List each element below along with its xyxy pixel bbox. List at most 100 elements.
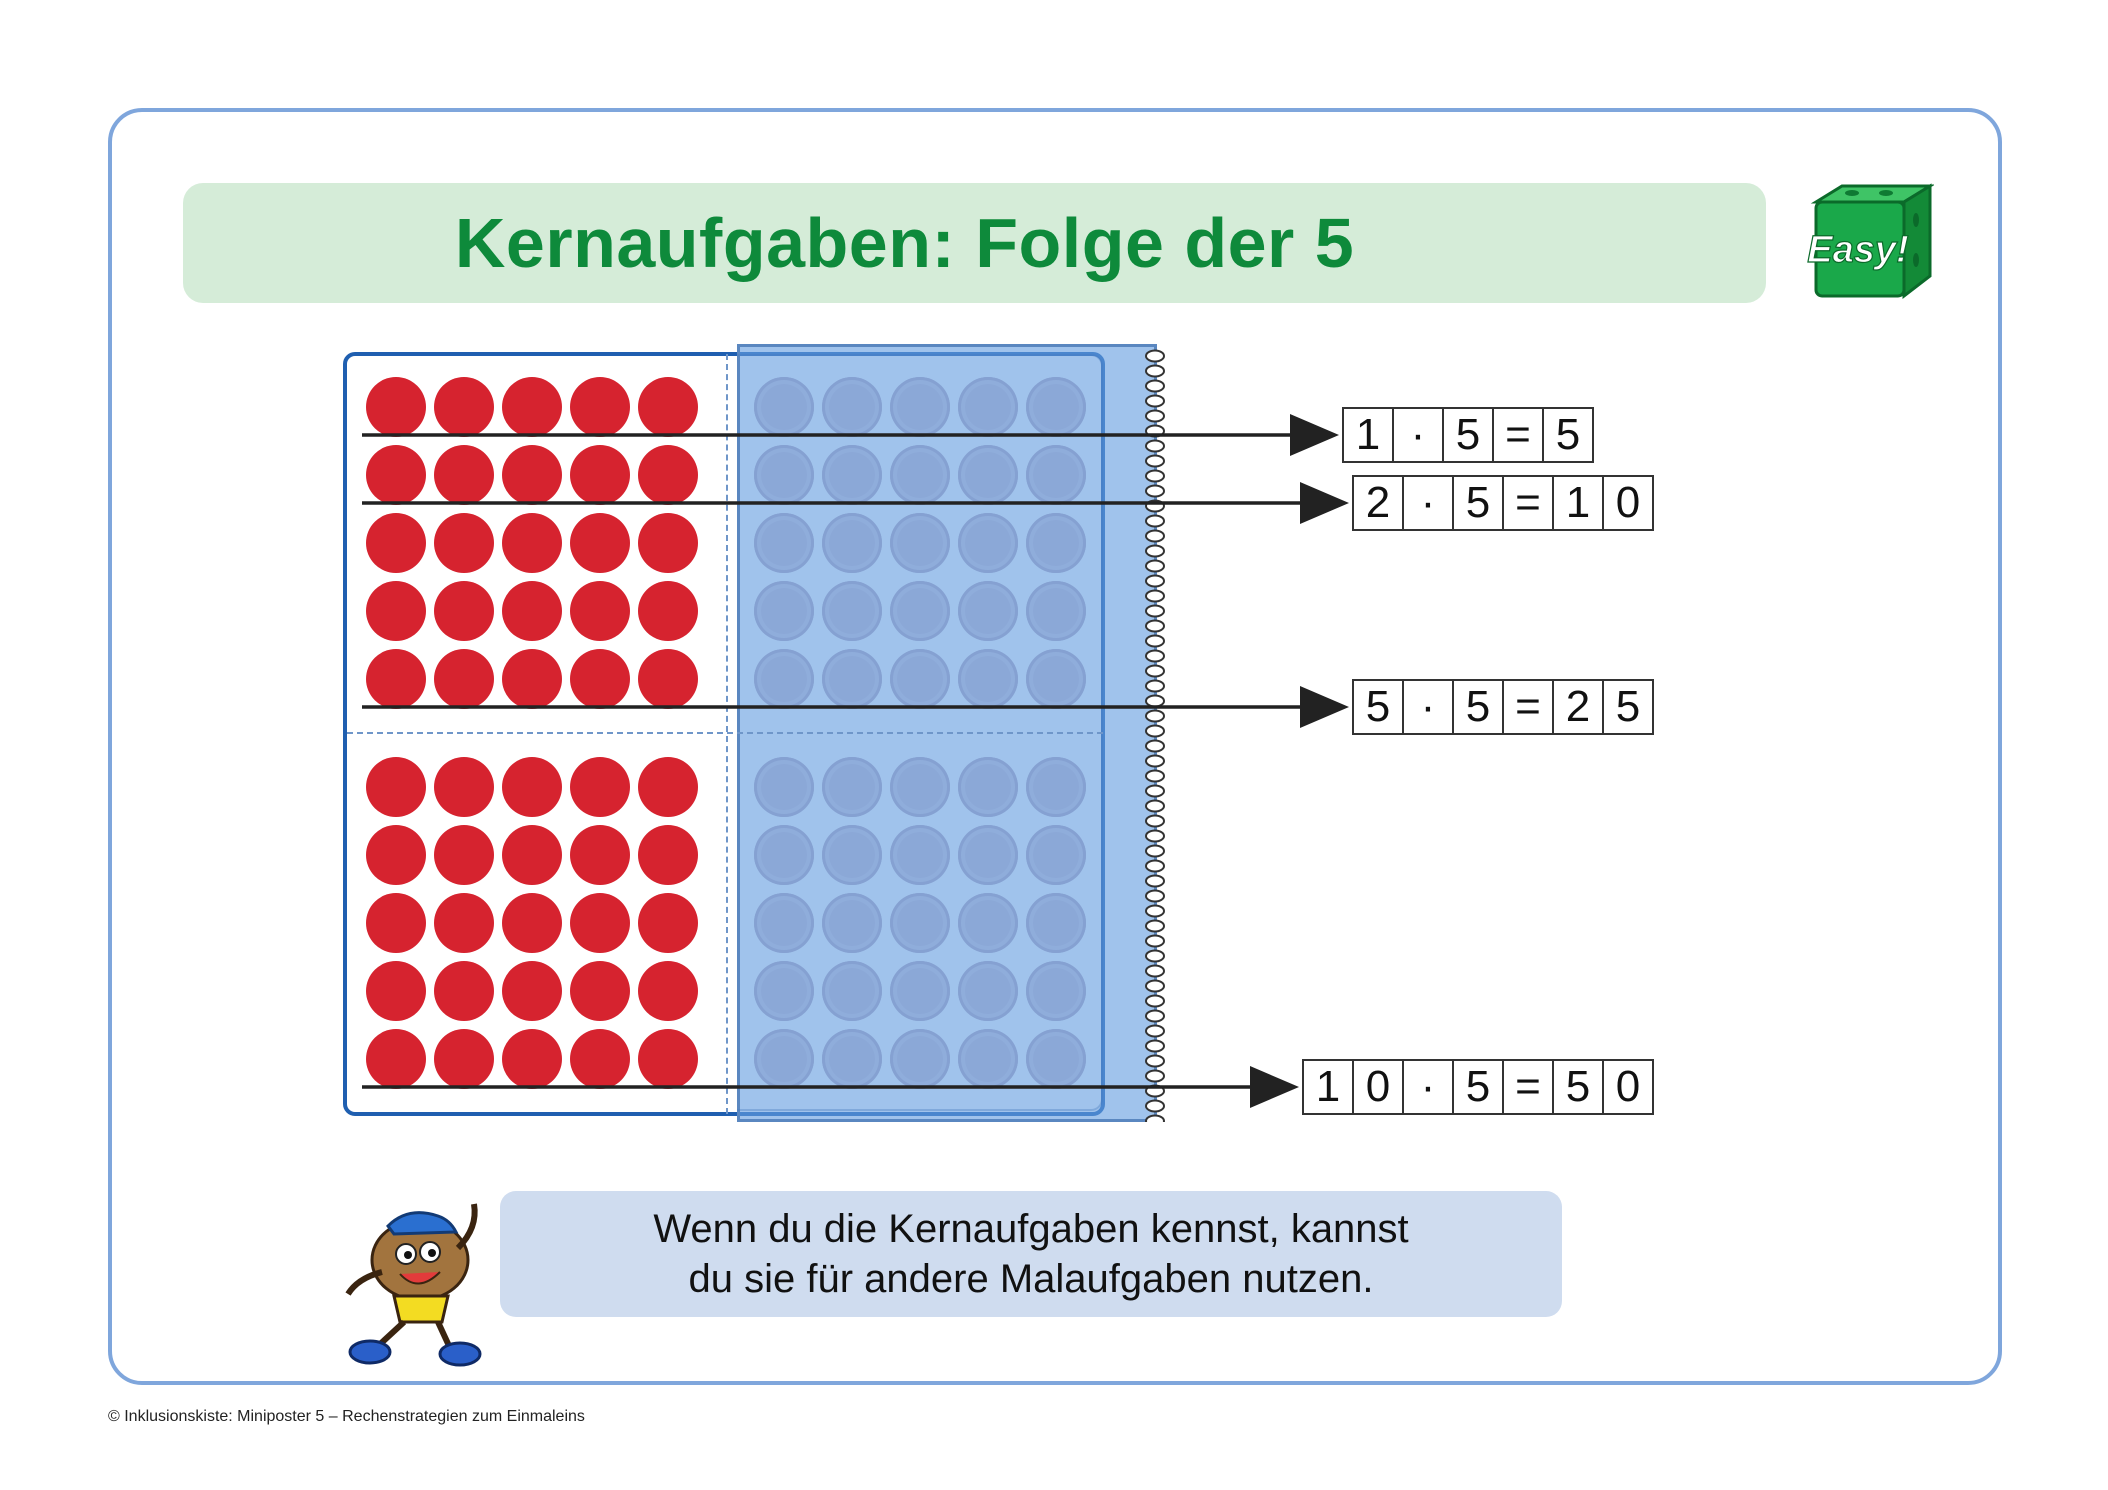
easy-label: Easy!	[1807, 229, 1908, 271]
spiral-loop	[1145, 559, 1165, 573]
spiral-loop	[1145, 889, 1165, 903]
equation-cell: 0	[1602, 1059, 1654, 1115]
spiral-loop	[1145, 1069, 1165, 1083]
spiral-loop	[1145, 949, 1165, 963]
counter-dot	[502, 581, 562, 641]
equation-cell: 5	[1452, 679, 1504, 735]
equation-cell: 1	[1302, 1059, 1354, 1115]
counter-dot	[570, 1029, 630, 1089]
spiral-loop	[1145, 979, 1165, 993]
spiral-loop	[1145, 724, 1165, 738]
counter-dot	[570, 445, 630, 505]
spiral-loop	[1145, 709, 1165, 723]
equation-cell: 5	[1452, 1059, 1504, 1115]
spiral-loop	[1145, 739, 1165, 753]
equation-cell: 5	[1552, 1059, 1604, 1115]
counter-dot	[502, 1029, 562, 1089]
spiral-loop	[1145, 589, 1165, 603]
counter-dot	[434, 825, 494, 885]
equation-cell: ·	[1402, 679, 1454, 735]
spiral-loop	[1145, 619, 1165, 633]
spiral-loop	[1145, 904, 1165, 918]
counter-dot	[434, 513, 494, 573]
counter-dot	[434, 893, 494, 953]
counter-dot	[366, 581, 426, 641]
spiral-loop	[1145, 1054, 1165, 1068]
equation-cell: 5	[1452, 475, 1504, 531]
speech-bubble: Wenn du die Kernaufgaben kennst, kannst …	[500, 1191, 1562, 1317]
dice-icon: Easy!	[1807, 183, 1936, 300]
speech-line-1: Wenn du die Kernaufgaben kennst, kannst	[653, 1207, 1409, 1251]
dashed-divider-vertical	[726, 354, 728, 1114]
spiral-loop	[1145, 964, 1165, 978]
spiral-loop	[1145, 1039, 1165, 1053]
equation-cell: =	[1492, 407, 1544, 463]
equation-1: 1·5=5	[1342, 407, 1594, 463]
spiral-loop	[1145, 349, 1165, 363]
equation-cell: 0	[1602, 475, 1654, 531]
counter-dot	[434, 757, 494, 817]
spiral-loop	[1145, 439, 1165, 453]
spiral-loop	[1145, 769, 1165, 783]
dashed-divider-horizontal	[347, 732, 1103, 734]
spiral-loop	[1145, 1009, 1165, 1023]
counter-dot	[570, 513, 630, 573]
spiral-loop	[1145, 814, 1165, 828]
spiral-loop	[1145, 1099, 1165, 1113]
counter-dot	[502, 513, 562, 573]
counter-dot	[638, 1029, 698, 1089]
counter-dot	[434, 581, 494, 641]
counter-dot	[502, 757, 562, 817]
spiral-loop	[1145, 364, 1165, 378]
spiral-loop	[1145, 844, 1165, 858]
spiral-loop	[1145, 754, 1165, 768]
equation-cell: 5	[1602, 679, 1654, 735]
equation-cell: 2	[1352, 475, 1404, 531]
counter-dot	[366, 649, 426, 709]
equation-cell: 1	[1342, 407, 1394, 463]
counter-dot	[638, 445, 698, 505]
spiral-loop	[1145, 664, 1165, 678]
counter-dot	[570, 581, 630, 641]
counter-dot	[502, 377, 562, 437]
mascot-icon	[345, 1203, 482, 1367]
counter-dot	[366, 377, 426, 437]
spiral-loop	[1145, 784, 1165, 798]
counter-dot	[502, 445, 562, 505]
speech-line-2: du sie für andere Malaufgaben nutzen.	[688, 1257, 1374, 1301]
spiral-loop	[1145, 409, 1165, 423]
counter-dot	[638, 377, 698, 437]
spiral-loop	[1145, 829, 1165, 843]
counter-dot	[366, 1029, 426, 1089]
counter-dot	[434, 961, 494, 1021]
spiral-loop	[1145, 484, 1165, 498]
equation-cell: =	[1502, 1059, 1554, 1115]
spiral-loop	[1145, 454, 1165, 468]
spiral-loop	[1145, 799, 1165, 813]
equation-cell: 1	[1552, 475, 1604, 531]
spiral-loop	[1145, 1114, 1165, 1122]
equation-cell: 5	[1542, 407, 1594, 463]
spiral-loop	[1145, 649, 1165, 663]
spiral-loop	[1145, 679, 1165, 693]
counter-dot	[502, 825, 562, 885]
counter-dot	[434, 649, 494, 709]
equation-cell: 0	[1352, 1059, 1404, 1115]
spiral-loop	[1145, 934, 1165, 948]
counter-dot	[638, 649, 698, 709]
spiral-loop	[1145, 994, 1165, 1008]
spiral-binding-icon	[1145, 349, 1165, 1122]
counter-dot	[638, 581, 698, 641]
counter-dot	[570, 961, 630, 1021]
equation-cell: ·	[1392, 407, 1444, 463]
counter-dot	[638, 513, 698, 573]
spiral-loop	[1145, 604, 1165, 618]
counter-dot	[502, 649, 562, 709]
equation-cell: ·	[1402, 475, 1454, 531]
spiral-loop	[1145, 874, 1165, 888]
spiral-loop	[1145, 859, 1165, 873]
